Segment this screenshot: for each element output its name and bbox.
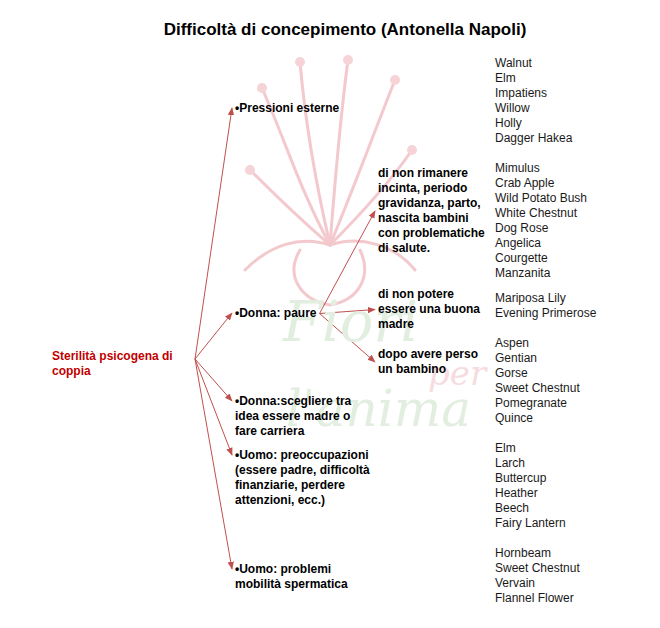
diagram-title: Difficoltà di concepimento (Antonella Na… (20, 20, 660, 40)
remedy-name: Quince (495, 411, 533, 426)
remedy-name: Beech (495, 501, 529, 516)
remedy-name: Holly (495, 116, 522, 131)
root-topic: Sterilità psicogena di coppia (52, 349, 192, 379)
remedy-name: Mariposa Lily (495, 291, 566, 306)
remedy-name: Walnut (495, 56, 532, 71)
remedy-name: Elm (495, 441, 516, 456)
remedy-name: Aspen (495, 336, 529, 351)
node-text: •Uomo: problemi mobilità spermatica (235, 562, 373, 592)
topic-text: •Donna: paure (235, 306, 317, 321)
remedy-name: Larch (495, 456, 525, 471)
remedy-name: Willow (495, 101, 530, 116)
node-text: •Donna:scegliere tra idea essere madre o… (235, 394, 373, 439)
node-text: Sterilità psicogena di coppia (52, 349, 192, 379)
remedy-name: Dog Rose (495, 221, 548, 236)
remedy-name: Gorse (495, 366, 528, 381)
remedy-name: Evening Primerose (495, 306, 596, 321)
remedy-name: Hornbeam (495, 546, 551, 561)
arrow-connector (195, 359, 232, 569)
topic-text: di non rimanere incinta, periodo gravida… (378, 166, 491, 256)
remedy-name: Fairy Lantern (495, 516, 566, 531)
node-text: •Pressioni esterne (235, 101, 339, 116)
remedy-name: Elm (495, 71, 516, 86)
remedy-name: Pomegranate (495, 396, 567, 411)
remedy-name: Impatiens (495, 86, 547, 101)
arrow-connector (195, 313, 232, 359)
node-text: di non rimanere incinta, periodo gravida… (378, 166, 491, 256)
remedy-name: Crab Apple (495, 176, 554, 191)
node-text: di non potere essere una buona madre (378, 287, 491, 332)
remedy-name: Mimulus (495, 161, 540, 176)
node-text: dopo avere perso un bambino (378, 347, 491, 377)
remedy-name: Vervain (495, 576, 535, 591)
remedy-name: Gentian (495, 351, 537, 366)
node-text: •Donna: paure (235, 306, 317, 321)
remedy-name: Angelica (495, 236, 541, 251)
topic-text: •Uomo: problemi mobilità spermatica (235, 562, 373, 592)
remedy-name: Heather (495, 486, 538, 501)
remedy-name: Flannel Flower (495, 591, 574, 606)
arrow-connector (195, 108, 232, 359)
remedy-name: Courgette (495, 251, 548, 266)
arrow-connector (195, 359, 232, 455)
remedy-name: Sweet Chestnut (495, 381, 580, 396)
remedy-name: Manzanita (495, 266, 550, 281)
remedy-name: Sweet Chestnut (495, 561, 580, 576)
remedy-name: Buttercup (495, 471, 546, 486)
node-text: •Uomo: preoccupazioni (essere padre, dif… (235, 448, 373, 508)
topic-text: di non potere essere una buona madre (378, 287, 491, 332)
remedy-name: White Chestnut (495, 206, 577, 221)
remedy-name: Dagger Hakea (495, 131, 572, 146)
topic-text: dopo avere perso un bambino (378, 347, 491, 377)
topic-text: •Donna:scegliere tra idea essere madre o… (235, 394, 373, 439)
topic-text: •Pressioni esterne (235, 101, 339, 116)
topic-text: •Uomo: preoccupazioni (essere padre, dif… (235, 448, 373, 508)
remedy-name: Wild Potato Bush (495, 191, 587, 206)
arrow-connector (195, 359, 232, 401)
